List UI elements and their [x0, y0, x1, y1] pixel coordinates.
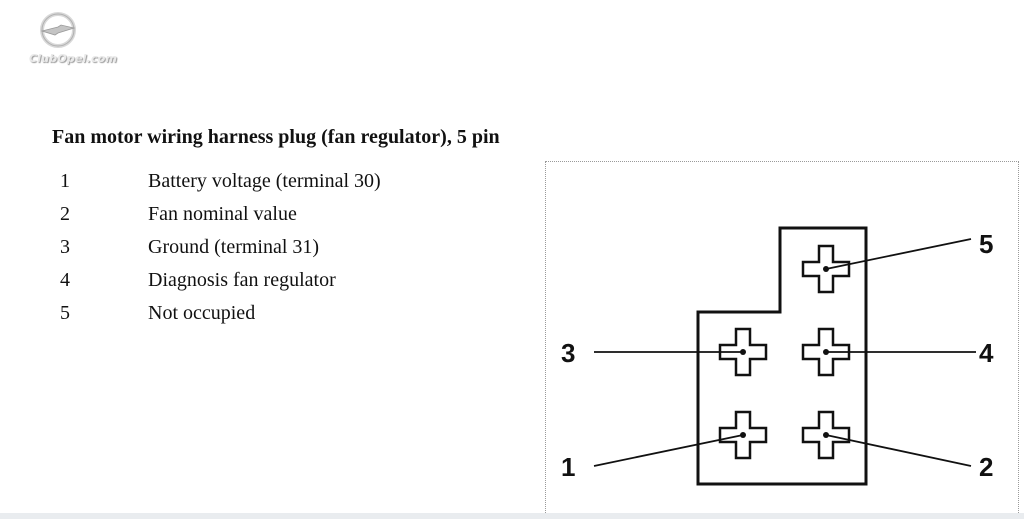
pin-number: 1 [60, 170, 70, 192]
clubopel-watermark: ClubOpel.com [14, 8, 118, 68]
pin-2-callout: 2 [979, 452, 993, 482]
pin-3-callout: 3 [561, 338, 575, 368]
pin-1-callout: 1 [561, 452, 575, 482]
connector-diagram-frame: 5 3 4 1 2 [545, 161, 1019, 513]
pin-description: Not occupied [148, 302, 256, 324]
page-title: Fan motor wiring harness plug (fan regul… [52, 126, 500, 148]
pin-5-callout: 5 [979, 229, 993, 259]
pin-number: 5 [60, 302, 70, 324]
connector-housing [696, 226, 868, 486]
pin-description: Diagnosis fan regulator [148, 269, 336, 291]
pin-4-callout: 4 [979, 338, 994, 368]
pin-number: 3 [60, 236, 70, 258]
pin-description: Ground (terminal 31) [148, 236, 320, 258]
pin-2-leader-line [825, 434, 972, 467]
bottom-scroll-strip [0, 513, 1024, 519]
pin-description: Battery voltage (terminal 30) [148, 170, 381, 192]
watermark-text: ClubOpel.com [29, 52, 118, 65]
pin-5-leader-line [825, 238, 972, 270]
connector-diagram: 5 3 4 1 2 [561, 226, 994, 486]
pin-1-leader-line [593, 434, 744, 467]
pin-description: Fan nominal value [148, 203, 297, 225]
pin-number: 2 [60, 203, 70, 225]
pin-number: 4 [60, 269, 70, 291]
opel-blitz-logo-icon [40, 12, 76, 48]
